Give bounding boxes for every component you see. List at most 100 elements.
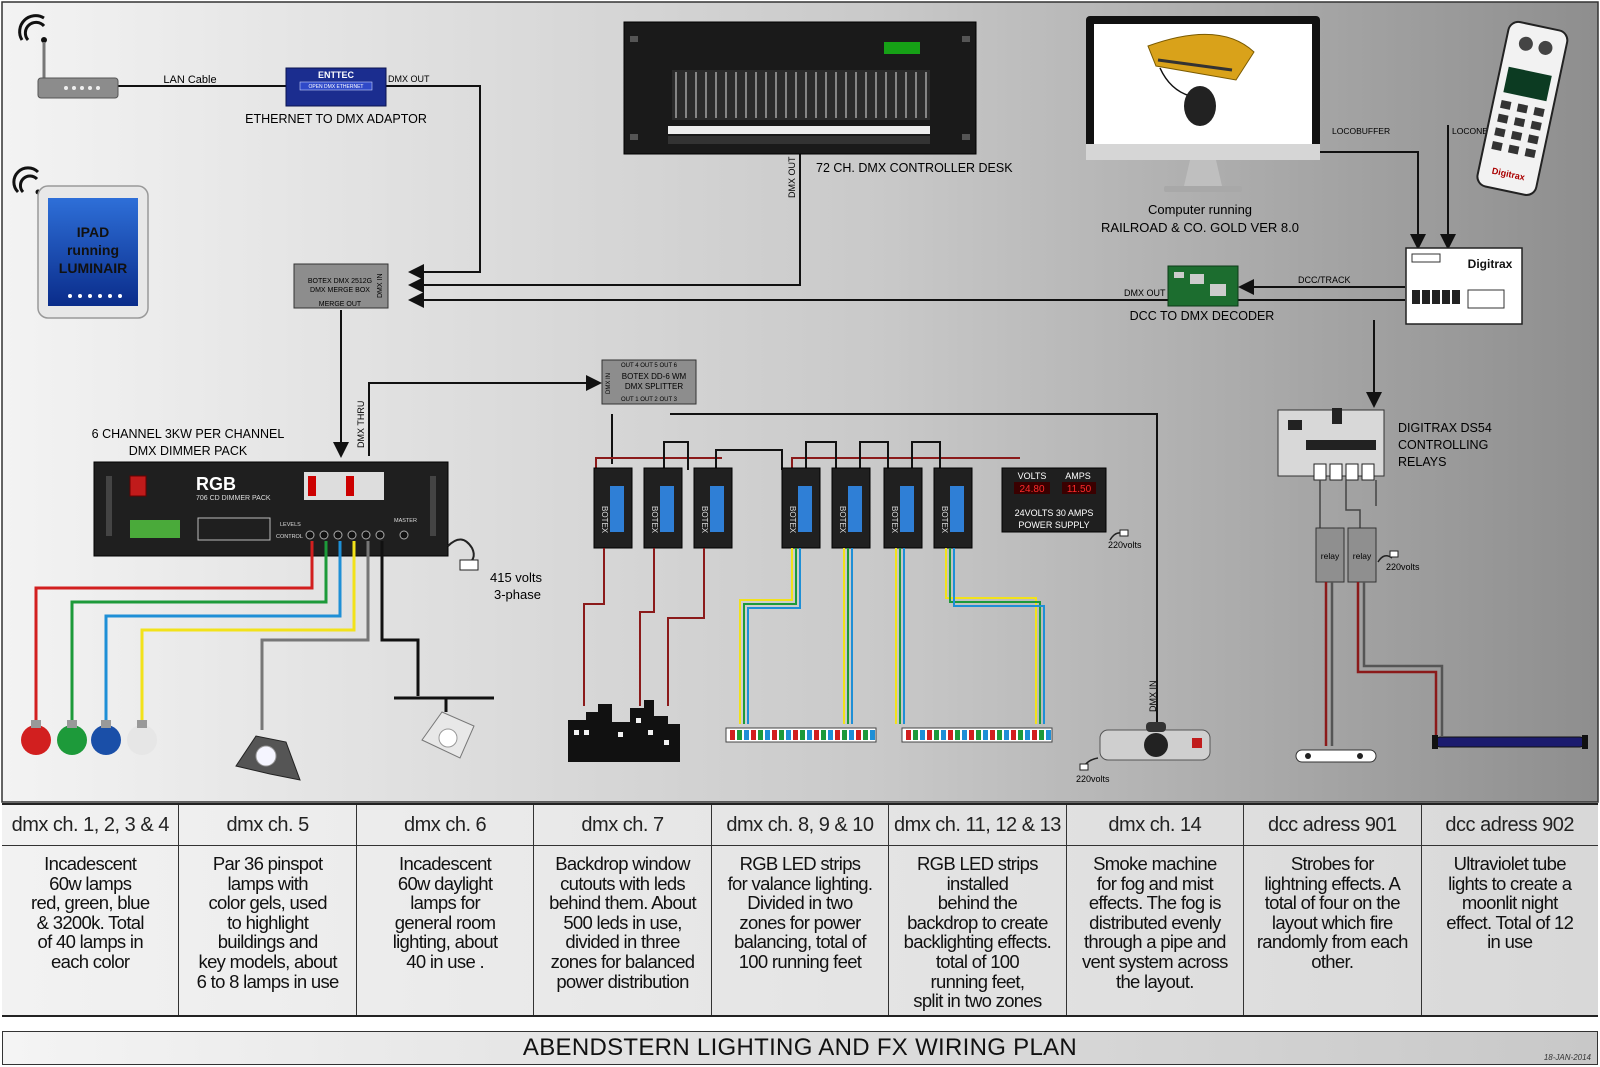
led-cell [976,730,981,740]
lamp-blue-icon [91,720,121,755]
locobuffer-label: LOCOBUFFER [1332,126,1390,136]
digitrax-ds54-board [1277,408,1385,481]
lamp-red-icon [21,720,51,755]
psu-amps-value: 11.50 [1067,484,1092,495]
description-line: split in two zones [913,990,1042,1012]
train-icon [1147,33,1255,81]
description-line: Divided in two [747,892,853,914]
description-line: general room [394,911,496,933]
strobe-light-icon [1295,749,1377,763]
volts-415-label: 415 volts [490,570,543,585]
valance-led-wiring [739,548,853,724]
description-line: for valance lighting. [727,872,873,894]
column-header: dmx ch. 5 [179,805,356,846]
led-cell [1018,730,1023,740]
led-cell [793,730,798,740]
led-cell [863,730,868,740]
led-cell [1046,730,1051,740]
led-cell [758,730,763,740]
enttec-dmx-out-label: DMX OUT [388,74,430,84]
psu-amps-header: AMPS [1065,471,1091,481]
description-line: behind the [937,892,1018,914]
router-icon [18,14,119,99]
dimmer-model: 706 CD DIMMER PACK [196,495,271,502]
mouse-icon [1159,67,1216,126]
description-line: buildings and [217,931,319,953]
description-line: lightning effects. A [1264,872,1401,894]
description-line: of 40 lamps in [37,931,144,953]
command-station-brand: Digitrax [1468,257,1513,271]
ipad-label-1: IPAD [77,224,109,240]
description-line: total of 100 [935,950,1020,972]
description-line: backdrop to create [907,911,1048,933]
led-cell [920,730,925,740]
led-driver-7: BOTEX [933,467,973,549]
dimmer-label-1: 6 CHANNEL 3KW PER CHANNEL [92,427,285,441]
description-line: zones for power [739,911,861,933]
led-cell [1032,730,1037,740]
psu-volts-header: VOLTS [1018,471,1047,481]
controller-desk-label: 72 CH. DMX CONTROLLER DESK [816,161,1013,175]
led-cell [828,730,833,740]
led-cell [983,730,988,740]
led-cell [786,730,791,740]
psu-plug-icon [1109,529,1129,541]
led-cell [849,730,854,740]
description-line: installed [946,872,1009,894]
description-line: randomly from each [1256,931,1409,953]
ipad-icon: IPAD running LUMINAIR [12,166,149,319]
description-line: divided in three [565,931,680,953]
botex-label-4: BOTEX [788,506,797,534]
description-line: for fog and mist [1096,872,1214,894]
description-line: 40 in use . [406,950,484,972]
ipad-label-3: LUMINAIR [59,260,127,276]
description-line: key models, about [198,950,338,972]
daylight-lamp-icon [394,696,494,759]
led-strip-valance-icon [725,727,877,743]
lamp-green-icon [57,720,87,755]
splitter-dmx-in-label: DMX IN [606,373,612,394]
column-header: dmx ch. 14 [1066,805,1244,846]
description-line: total of four on the [1264,892,1401,914]
led-driver-4: BOTEX [781,467,821,549]
description-line: 100 running feet [738,950,862,972]
led-cell [962,730,967,740]
relay-1-label: relay [1321,551,1340,561]
botex-label-2: BOTEX [650,506,659,534]
pinspot-icon [235,735,301,781]
description-line: moonlit night [1461,892,1558,914]
led-cell [913,730,918,740]
led-cell [800,730,805,740]
description-line: color gels, used [208,892,327,914]
description-line: to highlight [227,911,309,933]
splitter-label-2: DMX SPLITTER [625,382,683,391]
led-driver-wiring [595,414,1020,470]
enttec-brand: ENTTEC [318,70,355,80]
column-header: dcc adress 902 [1421,805,1598,846]
lamp-white-icon [127,720,157,755]
led-cell [906,730,911,740]
description-line: Strobes for [1290,853,1374,874]
ethernet-adaptor-label: ETHERNET TO DMX ADAPTOR [245,112,427,126]
strobe-wiring [1324,582,1444,746]
dimmer-brand: RGB [196,474,236,494]
controller-dmx-out-label: DMX OUT [787,156,797,198]
description-line: behind them. About [549,892,697,914]
splitter-label-1: BOTEX DD-6 WM [622,372,687,381]
splitter-top-label: OUT 4 OUT 5 OUT 6 [621,363,678,369]
phase-label: 3-phase [494,587,541,602]
description-line: Incadescent [44,853,137,874]
led-cell [948,730,953,740]
dcc-dmx-decoder [1167,265,1239,307]
